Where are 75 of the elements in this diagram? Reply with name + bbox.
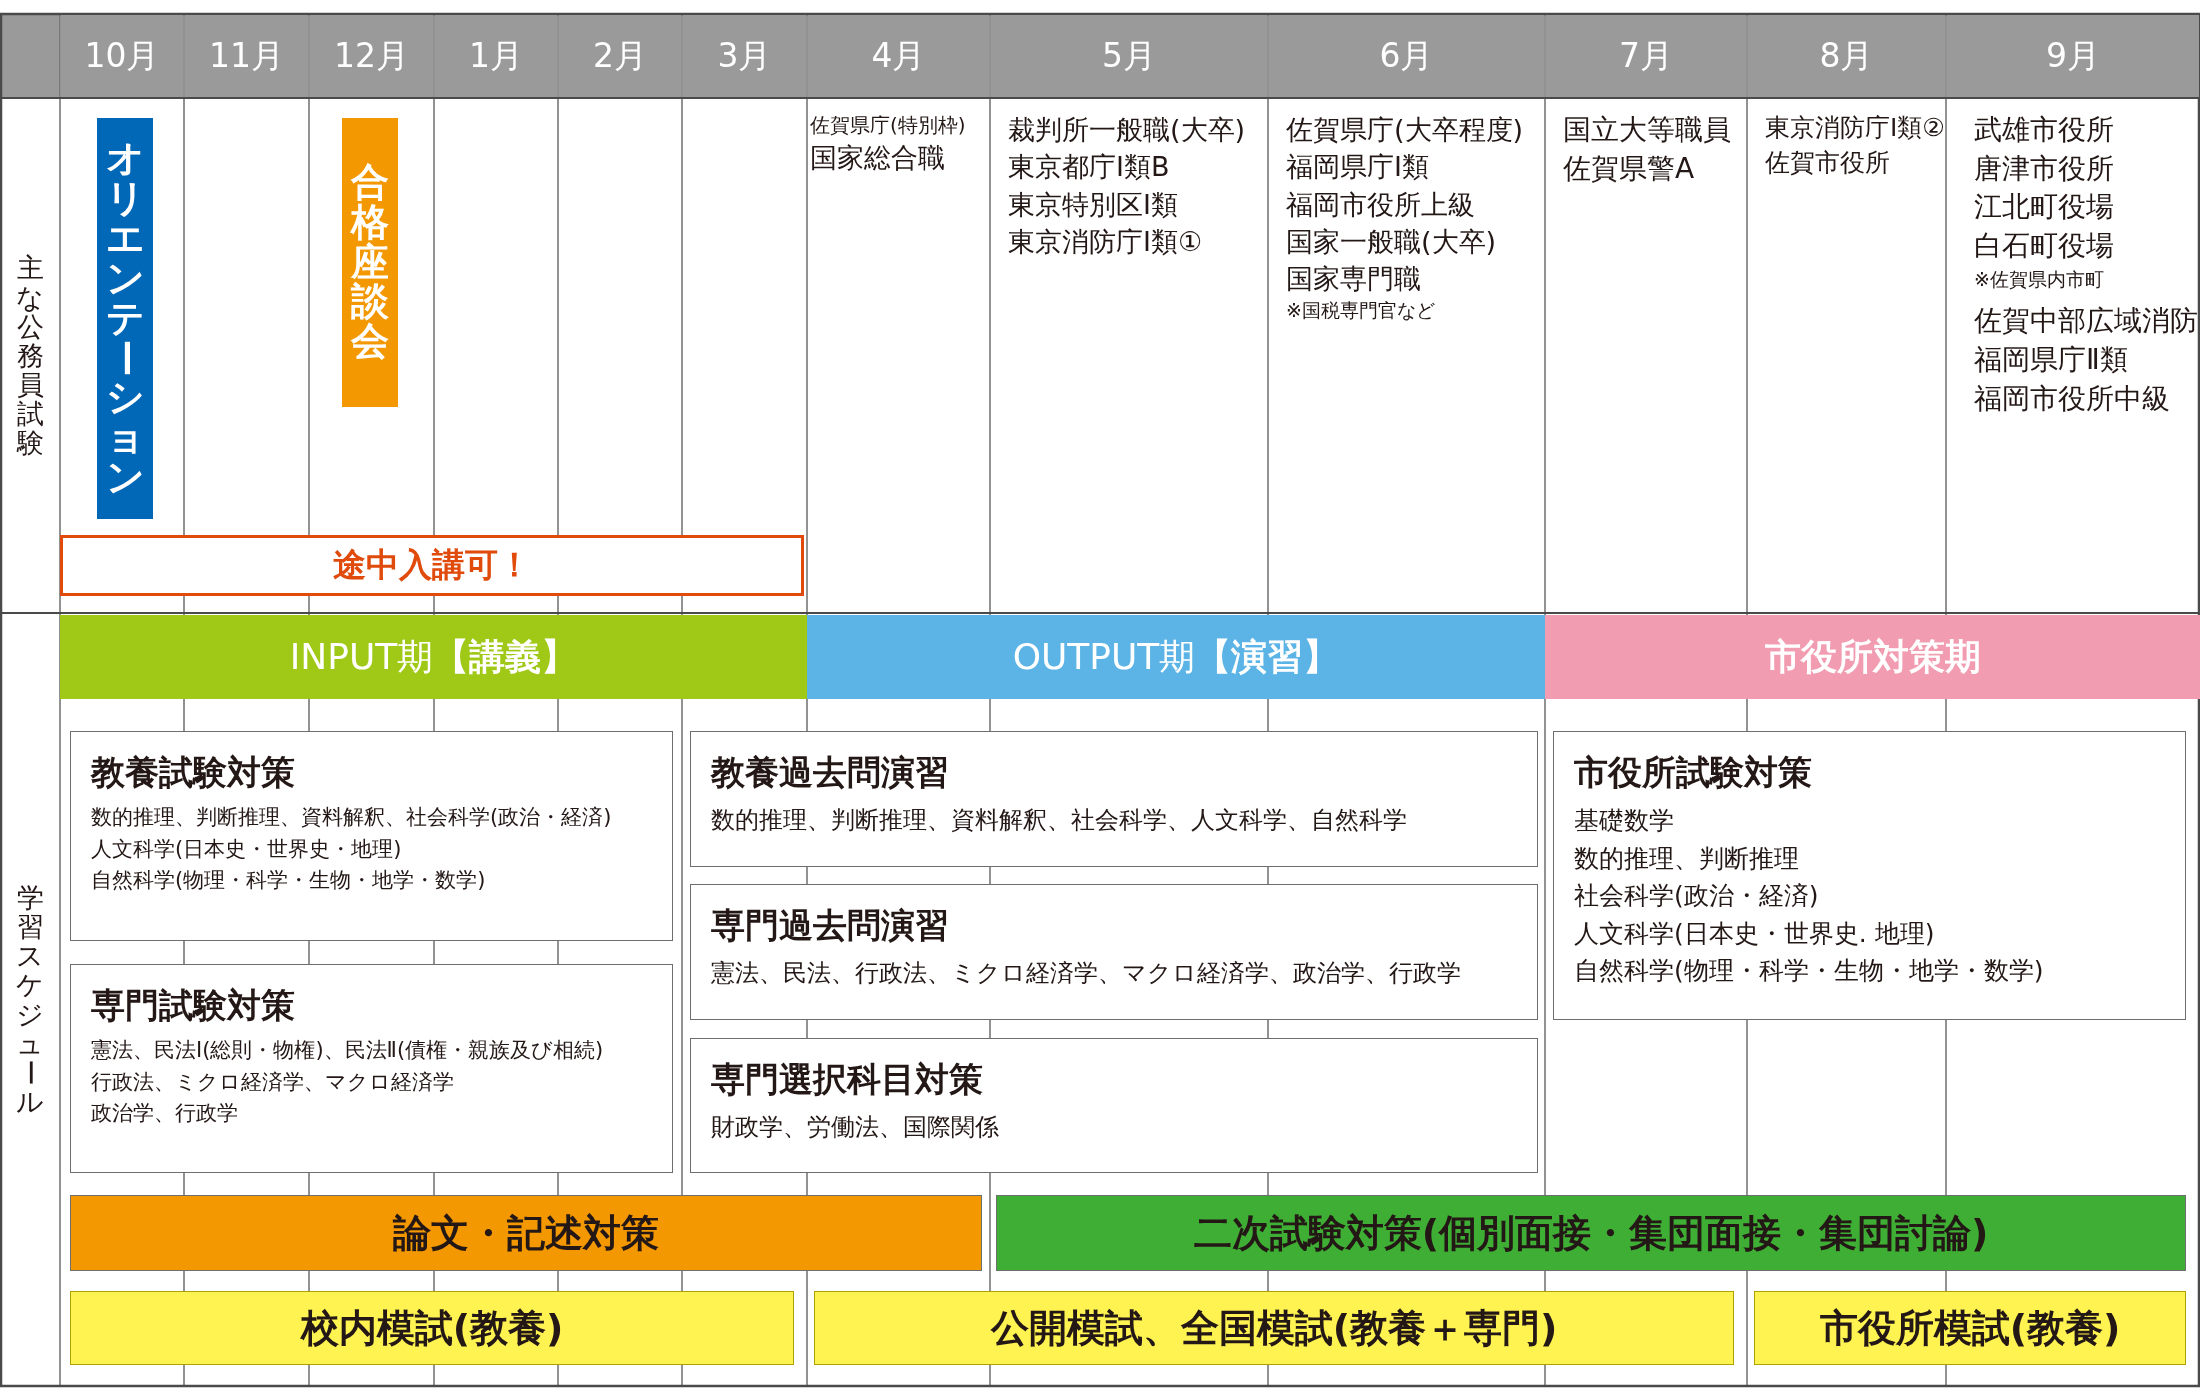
course-strip: 市役所模試(教養) [1754, 1291, 2186, 1365]
month-header-cell: 11月 [185, 15, 308, 97]
subject-line: 政治学、行政学 [91, 1100, 239, 1127]
exam-name: 江北町役場 [1974, 189, 2114, 226]
exam-name: 国立大等職員 [1563, 112, 1731, 148]
exam-name: 福岡市役所中級 [1974, 380, 2170, 417]
exam-name: 東京消防庁Ⅰ類② [1765, 112, 1945, 144]
exam-name: 福岡県庁Ⅰ類 [1286, 150, 1429, 185]
period-band: INPUT期【講義】 [60, 615, 807, 699]
subject-line: 数的推理、判断推理、資料解釈、社会科学(政治・経済) [91, 804, 613, 831]
exam-name: 福岡市役所上級 [1286, 187, 1475, 222]
topic-card [70, 964, 673, 1173]
topic-card [690, 1038, 1538, 1173]
subject-line: 基礎数学 [1574, 805, 1675, 837]
exam-name: 国家一般職(大卒) [1286, 224, 1497, 259]
subject-line: 憲法、民法、行政法、ミクロ経済学、マクロ経済学、政治学、行政学 [711, 958, 1462, 989]
event-bar: オリエンテーション [97, 118, 153, 519]
period-band: 市役所対策期 [1545, 615, 2200, 699]
subject-line: 自然科学(物理・科学・生物・地学・数学) [91, 867, 487, 894]
exam-name: 裁判所一般職(大卒) [1008, 113, 1246, 147]
course-strip: 二次試験対策(個別面接・集団面接・集団討論) [996, 1195, 2186, 1271]
period-band: OUTPUT期【演習】 [807, 615, 1545, 699]
month-header-cell: 3月 [683, 15, 806, 97]
exam-name: 佐賀中部広域消防 [1974, 303, 2198, 340]
course-strip: 校内模試(教養) [70, 1291, 794, 1365]
exam-name: 佐賀市役所 [1765, 146, 1890, 179]
subject-line: 数的推理、判断推理 [1574, 842, 1800, 875]
card-heading: 教養試験対策 [91, 751, 296, 794]
subject-line: 人文科学(日本史・世界史・地理) [91, 835, 403, 863]
exam-name: 東京消防庁Ⅰ類① [1008, 224, 1203, 259]
card-heading: 教養過去問演習 [711, 751, 950, 794]
subject-line: 自然科学(物理・科学・生物・地学・数学) [1574, 955, 2045, 987]
exam-name: 国家総合職 [810, 140, 945, 175]
subject-line: 人文科学(日本史・世界史. 地理) [1574, 917, 1936, 950]
month-header-cell: 6月 [1269, 15, 1544, 97]
subject-line: 行政法、ミクロ経済学、マクロ経済学 [91, 1068, 455, 1096]
month-header-cell: 5月 [991, 15, 1267, 97]
exam-name: 佐賀県警A [1563, 150, 1695, 187]
month-header-cell: 7月 [1546, 15, 1746, 97]
exam-name: 国家専門職 [1286, 262, 1421, 297]
month-header-cell: 4月 [808, 15, 989, 97]
notice-box: 途中入講可！ [60, 535, 804, 596]
topic-card [690, 731, 1538, 867]
exam-note: ※国税専門官など [1286, 298, 1435, 323]
row-header: 主な公務員試験 [16, 253, 44, 458]
topic-card [690, 884, 1538, 1020]
exam-name: 武雄市役所 [1974, 112, 2114, 148]
topic-card [70, 731, 673, 941]
exam-name: 東京特別区Ⅰ類 [1008, 187, 1178, 222]
subject-line: 社会科学(政治・経済) [1574, 880, 1820, 912]
month-header-cell: 9月 [1947, 15, 2199, 97]
exam-name: 福岡県庁Ⅱ類 [1974, 341, 2128, 378]
month-header-cell: 12月 [310, 15, 433, 97]
month-header-cell: 8月 [1748, 15, 1945, 97]
card-heading: 市役所試験対策 [1574, 751, 1813, 794]
course-strip: 公開模試、全国模試(教養＋専門) [814, 1291, 1734, 1365]
subject-line: 財政学、労働法、国際関係 [711, 1112, 1000, 1143]
exam-name: 佐賀県庁(大卒程度) [1286, 113, 1524, 147]
subject-line: 数的推理、判断推理、資料解釈、社会科学、人文科学、自然科学 [711, 805, 1408, 836]
exam-name: 佐賀県庁(特別枠) [810, 112, 966, 138]
card-heading: 専門試験対策 [91, 984, 296, 1027]
event-bar: 合格座談会 [342, 118, 398, 407]
month-header-cell: 1月 [435, 15, 557, 97]
exam-name: 東京都庁Ⅰ類B [1008, 150, 1170, 185]
exam-name: 唐津市役所 [1974, 150, 2114, 187]
card-heading: 専門選択科目対策 [711, 1058, 984, 1101]
course-strip: 論文・記述対策 [70, 1195, 982, 1271]
exam-name: 白石町役場 [1974, 227, 2114, 264]
card-heading: 専門過去問演習 [711, 904, 950, 947]
exam-note: ※佐賀県内市町 [1974, 266, 2104, 292]
subject-line: 憲法、民法Ⅰ(総則・物権)、民法Ⅱ(債権・親族及び相続) [91, 1037, 605, 1064]
month-header-cell: 2月 [559, 15, 681, 97]
row-header: 学習スケジュール [16, 882, 44, 1117]
topic-card [1553, 731, 2186, 1020]
month-header-cell: 10月 [61, 15, 183, 97]
